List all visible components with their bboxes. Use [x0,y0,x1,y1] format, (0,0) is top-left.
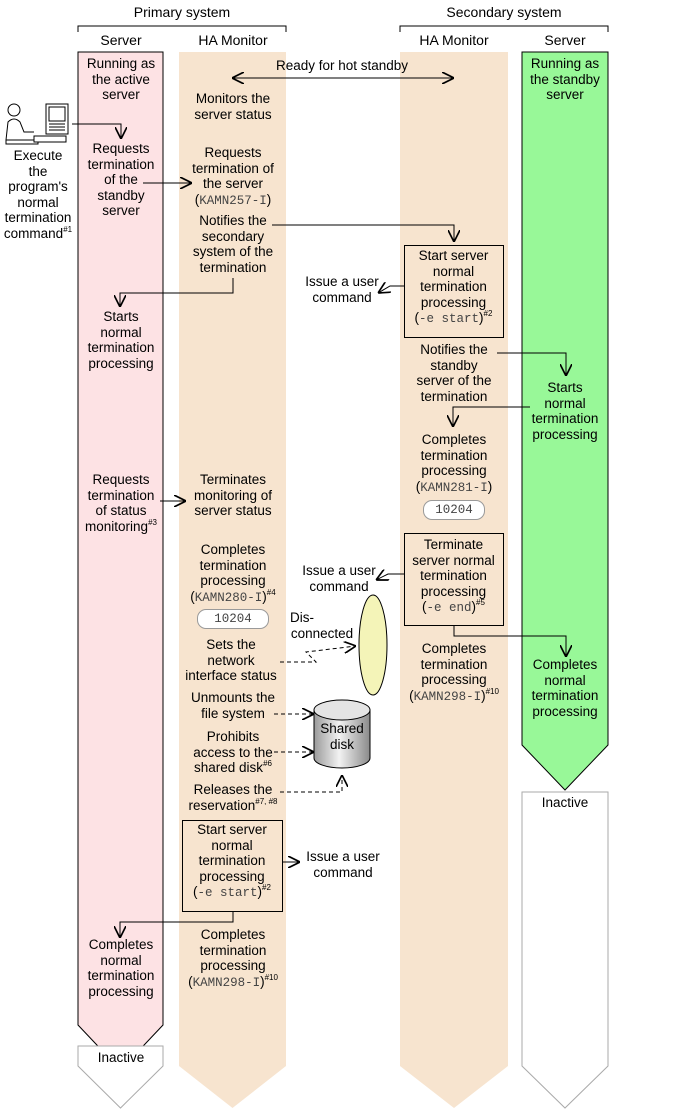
primary-notifies-secondary: Notifies the secondary system of the ter… [192,213,274,275]
flow-arrows [72,78,566,938]
secondary-system-bracket [399,25,609,32]
primary-releases-reservation: Releases the reservation#7, #8 [188,782,278,813]
operator-computer-icon [5,103,69,145]
primary-system-bracket [77,25,287,32]
primary-monitors-server-status: Monitors the server status [194,91,272,122]
operator-command-label: Execute the program's normal termination… [3,148,73,241]
secondary-notifies-standby: Notifies the standby server of the termi… [416,342,492,404]
shared-disk-label: Shared disk [320,721,364,752]
primary-issue-user-command: Issue a user command [306,849,380,880]
primary-system-header: Primary system [133,4,231,20]
secondary-starts-normal-termination: Starts normal termination processing [531,380,599,442]
secondary-status-code-pill: 10204 [423,500,485,520]
primary-start-server-text: Start server normal termination processi… [193,822,271,900]
primary-server-header: Server [100,32,142,48]
secondary-start-server-text: Start server normal termination processi… [414,248,493,326]
secondary-inactive-label: Inactive [541,795,589,810]
secondary-server-lane [521,51,609,791]
shared-disk-icon [313,699,371,769]
secondary-server-header: Server [544,32,586,48]
secondary-completes-termination-2: Completes termination processing (KAMN29… [409,641,499,704]
primary-inactive-label: Inactive [97,1050,145,1065]
primary-server-inactive-lane [77,1045,164,1109]
ready-for-hot-standby: Ready for hot standby [275,58,409,73]
primary-sets-network-status: Sets the network interface status [185,637,277,683]
primary-running-active: Running as the active server [86,56,156,102]
primary-status-code-pill: 10204 [197,609,269,629]
secondary-start-server-box [404,245,504,338]
primary-requests-standby-termination: Requests termination of the standby serv… [87,141,155,218]
disconnected-label: Dis- connected [290,610,354,641]
secondary-issue-user-command-1: Issue a user command [305,274,379,305]
primary-ha-monitor-header: HA Monitor [198,32,268,48]
secondary-completes-normal-termination: Completes normal termination processing [531,657,599,719]
primary-unmounts-file-system: Unmounts the file system [190,690,276,721]
primary-start-server-box [182,820,283,912]
secondary-terminate-server-text: Terminate server normal termination proc… [412,537,495,615]
network-interface-icon [358,594,388,696]
resource-arrows [274,646,356,793]
secondary-running-standby: Running as the standby server [530,56,600,102]
secondary-system-header: Secondary system [446,4,562,20]
primary-completes-normal-termination: Completes normal termination processing [87,937,155,999]
primary-completes-termination-1: Completes termination processing (KAMN28… [190,542,276,605]
primary-requests-server-termination: Requests termination of the server (KAMN… [192,145,274,208]
primary-starts-normal-termination: Starts normal termination processing [87,309,155,371]
secondary-completes-termination-1: Completes termination processing (KAMN28… [415,432,493,495]
secondary-issue-user-command-2: Issue a user command [302,563,376,594]
primary-terminates-monitoring: Terminates monitoring of server status [193,472,273,518]
primary-completes-termination-2: Completes termination processing (KAMN29… [188,927,278,990]
secondary-ha-monitor-header: HA Monitor [419,32,489,48]
primary-requests-status-termination: Requests termination of status monitorin… [85,472,157,534]
secondary-terminate-server-box [404,533,504,626]
secondary-server-inactive-lane [521,791,609,1109]
primary-prohibits-access: Prohibits access to the shared disk#6 [193,729,273,775]
